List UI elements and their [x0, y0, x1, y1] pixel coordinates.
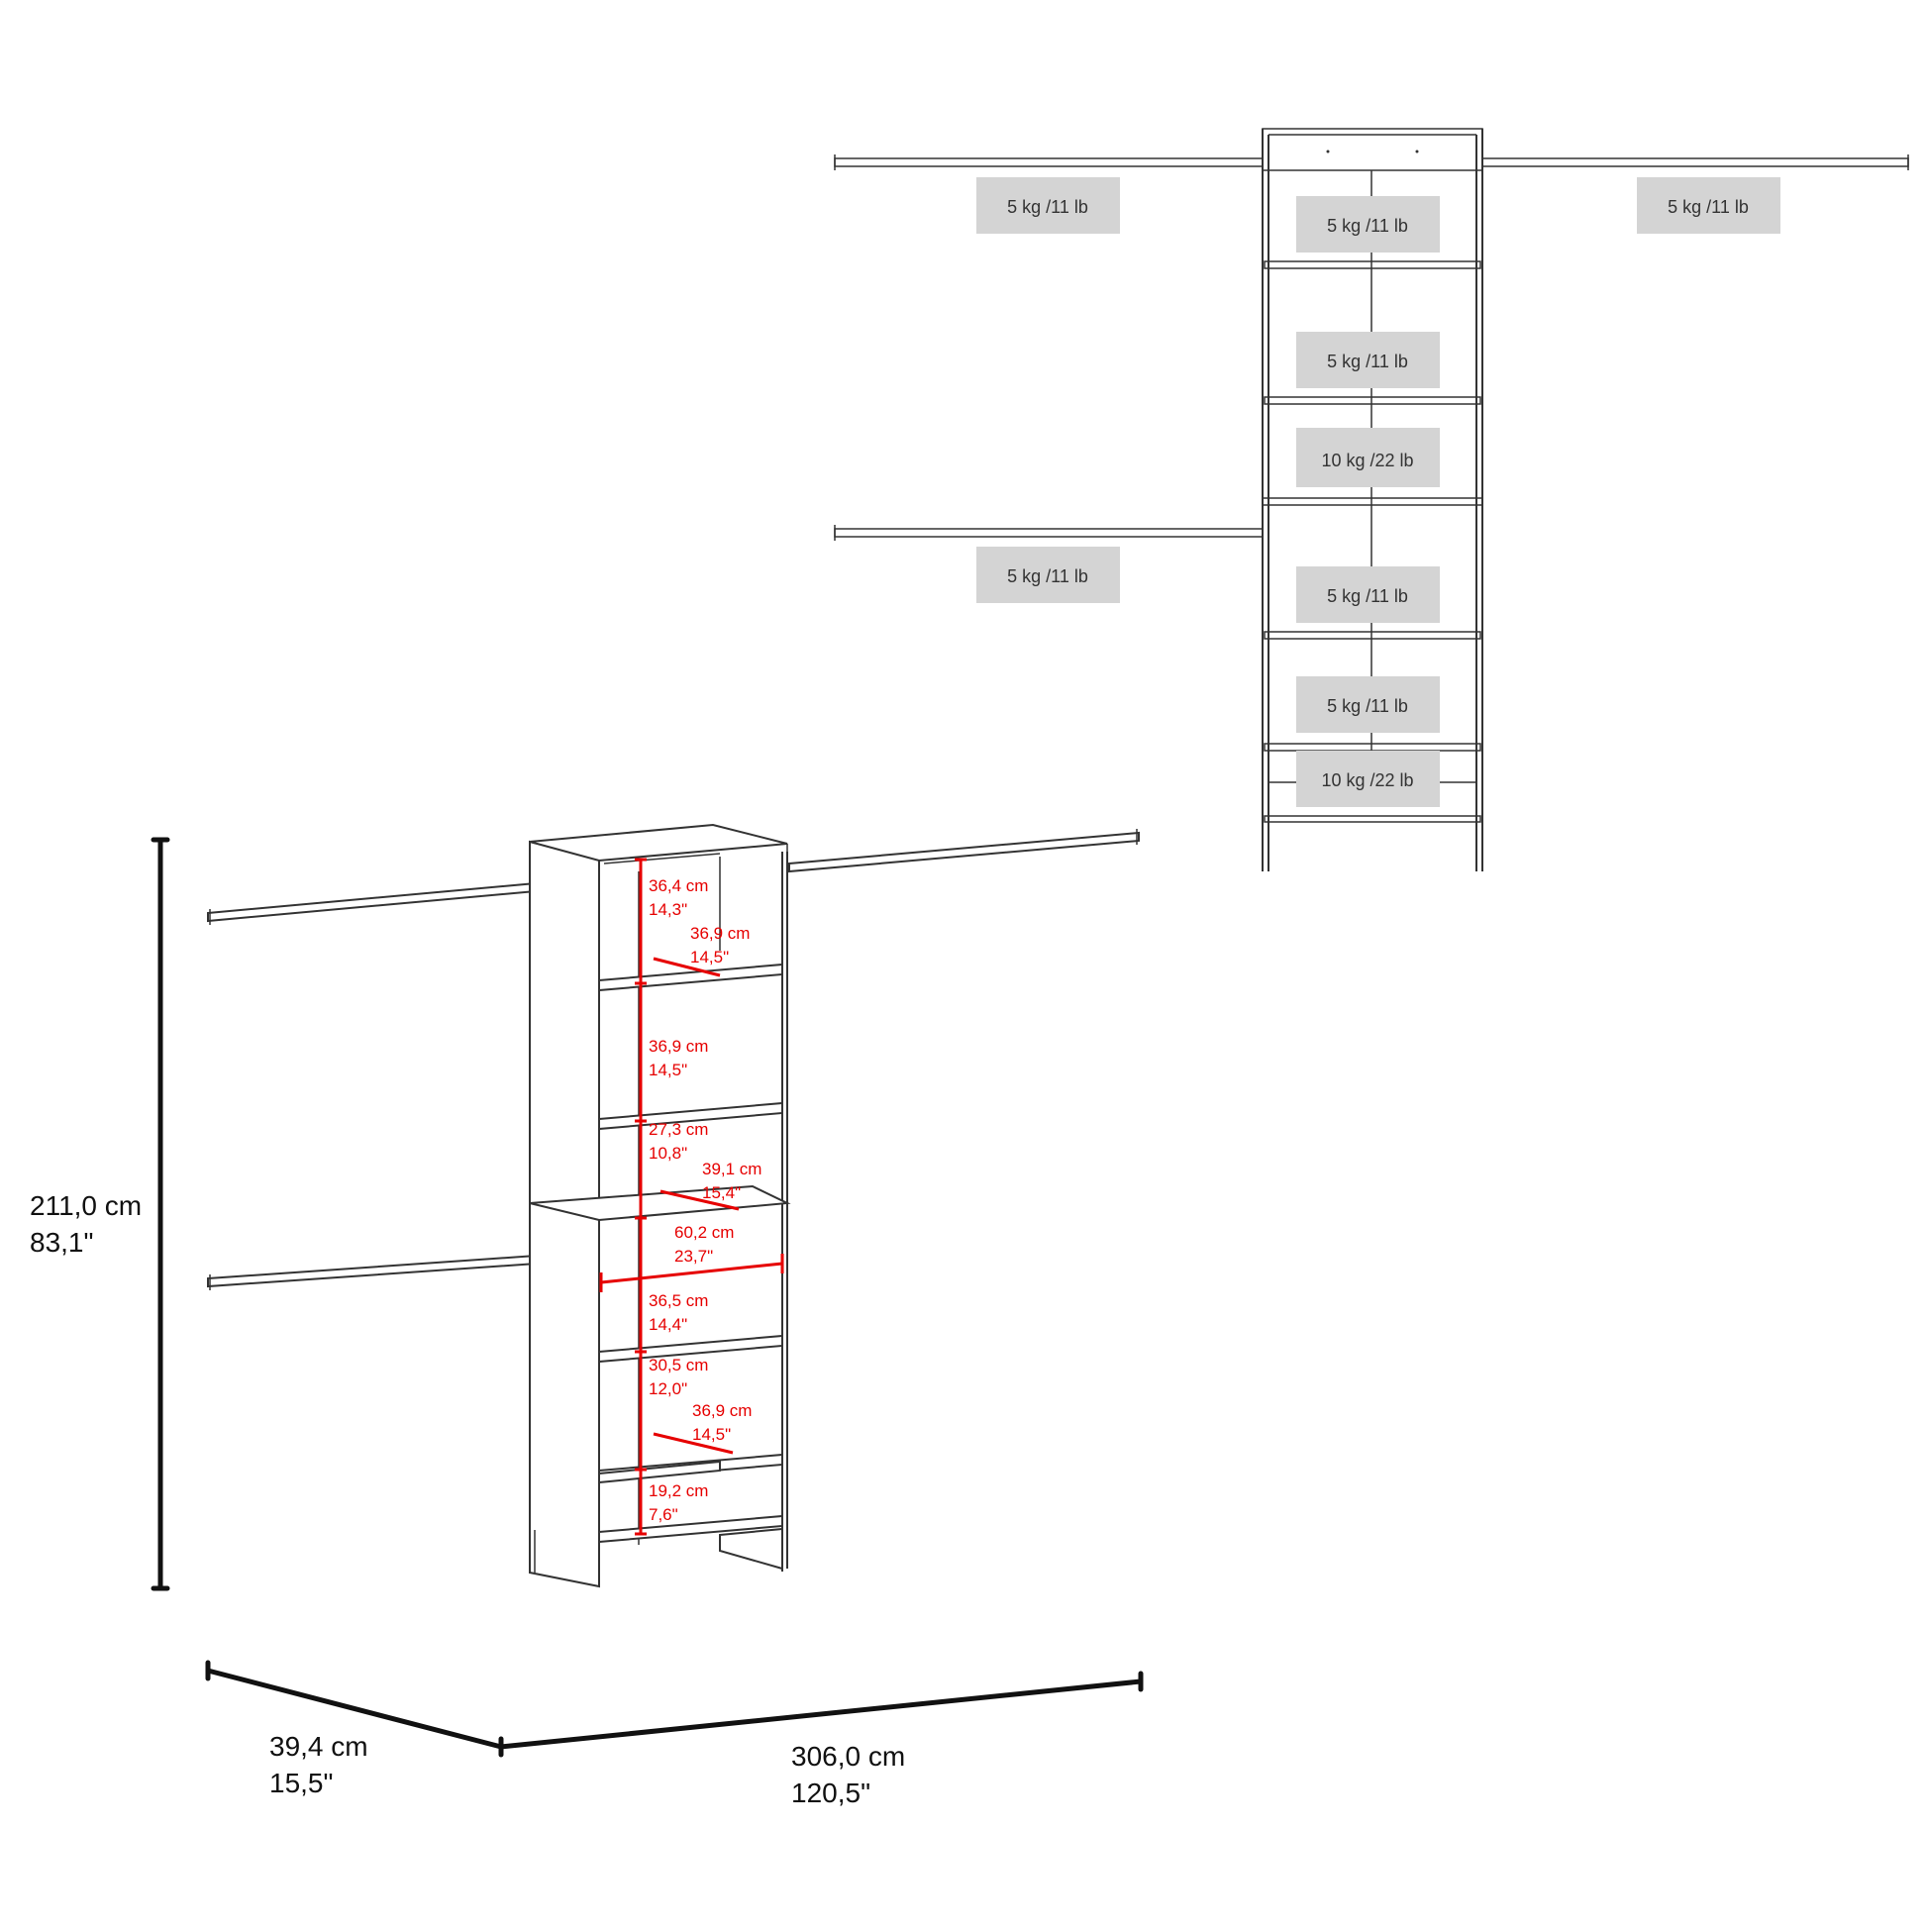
compartment-6-cm: 19,2 cm [649, 1481, 708, 1500]
compartment-2-cm: 36,9 cm [649, 1037, 708, 1056]
svg-text:5 kg /11 lb: 5 kg /11 lb [1668, 197, 1749, 217]
unit-width-label: 60,2 cm 23,7" [674, 1223, 734, 1266]
compartment-5-in: 12,0" [649, 1379, 687, 1398]
overall-height-dimension: 211,0 cm 83,1" [30, 837, 170, 1591]
hanging-rod-top-right [1481, 154, 1909, 170]
depth-labels: 36,9 cm 14,5" 39,1 cm 15,4" 36,9 cm 14,5… [690, 924, 761, 1444]
load-badge-shelf-2: 5 kg /11 lb [1296, 332, 1440, 388]
overall-width-in: 120,5" [791, 1778, 870, 1808]
depth-2-cm: 39,1 cm [702, 1160, 761, 1178]
depth-2-in: 15,4" [702, 1183, 741, 1202]
compartment-4-in: 14,4" [649, 1315, 687, 1334]
overall-depth-in: 15,5" [269, 1768, 333, 1798]
svg-text:23,7": 23,7" [674, 1247, 713, 1266]
overall-height-cm: 211,0 cm [30, 1190, 142, 1221]
compartment-3-cm: 27,3 cm [649, 1120, 708, 1139]
compartment-3-in: 10,8" [649, 1144, 687, 1163]
load-badge-shelf-4: 5 kg /11 lb [1296, 566, 1440, 623]
compartment-1-cm: 36,4 cm [649, 876, 708, 895]
svg-text:5 kg /11 lb: 5 kg /11 lb [1327, 216, 1408, 236]
isometric-view: 36,4 cm 14,3" 36,9 cm 14,5" 27,3 cm 10,8… [207, 823, 1140, 1588]
hanging-rod-top-left [834, 154, 1264, 170]
overall-depth-dimension: 39,4 cm 15,5" [205, 1660, 504, 1798]
svg-text:5 kg /11 lb: 5 kg /11 lb [1007, 566, 1088, 586]
load-badge-shelf-5: 5 kg /11 lb [1296, 676, 1440, 733]
iso-red-dimensions [599, 858, 784, 1536]
svg-text:10 kg /22 lb: 10 kg /22 lb [1321, 451, 1413, 470]
overall-height-in: 83,1" [30, 1227, 93, 1258]
depth-3-in: 14,5" [692, 1425, 731, 1444]
compartment-4-cm: 36,5 cm [649, 1291, 708, 1310]
load-badge-rod-bottom-left: 5 kg /11 lb [976, 547, 1120, 603]
svg-text:10 kg /22 lb: 10 kg /22 lb [1321, 770, 1413, 790]
svg-text:5 kg /11 lb: 5 kg /11 lb [1327, 586, 1408, 606]
svg-text:5 kg /11 lb: 5 kg /11 lb [1327, 696, 1408, 716]
overall-width-dimension: 306,0 cm 120,5" [498, 1671, 1144, 1808]
load-badge-shelf-3: 10 kg /22 lb [1296, 428, 1440, 487]
load-badge-shelf-6: 10 kg /22 lb [1296, 751, 1440, 807]
svg-text:60,2 cm: 60,2 cm [674, 1223, 734, 1242]
compartment-6-in: 7,6" [649, 1505, 678, 1524]
overall-depth-cm: 39,4 cm [269, 1731, 368, 1762]
overall-width-cm: 306,0 cm [791, 1741, 905, 1772]
compartment-2-in: 14,5" [649, 1061, 687, 1079]
load-badge-shelf-1: 5 kg /11 lb [1296, 196, 1440, 253]
svg-text:5 kg /11 lb: 5 kg /11 lb [1007, 197, 1088, 217]
iso-rod-lower-left [207, 1249, 580, 1290]
load-badge-rod-top-right: 5 kg /11 lb [1637, 177, 1780, 234]
front-view: 5 kg /11 lb 5 kg /11 lb 5 kg /11 lb 5 kg… [834, 128, 1909, 871]
compartment-1-in: 14,3" [649, 900, 687, 919]
depth-1-cm: 36,9 cm [690, 924, 750, 943]
hanging-rod-bottom-left [834, 525, 1264, 541]
depth-3-cm: 36,9 cm [692, 1401, 752, 1420]
load-badge-rod-top-left: 5 kg /11 lb [976, 177, 1120, 234]
iso-rod-upper-right [788, 829, 1140, 873]
overall-dimensions: 211,0 cm 83,1" 39,4 cm 15,5" 306,0 cm 12… [30, 837, 1144, 1808]
iso-rod-upper-left [207, 875, 580, 925]
depth-1-in: 14,5" [690, 948, 729, 966]
compartment-5-cm: 30,5 cm [649, 1356, 708, 1374]
compartment-labels: 36,4 cm 14,3" 36,9 cm 14,5" 27,3 cm 10,8… [649, 876, 708, 1524]
svg-text:5 kg /11 lb: 5 kg /11 lb [1327, 352, 1408, 371]
